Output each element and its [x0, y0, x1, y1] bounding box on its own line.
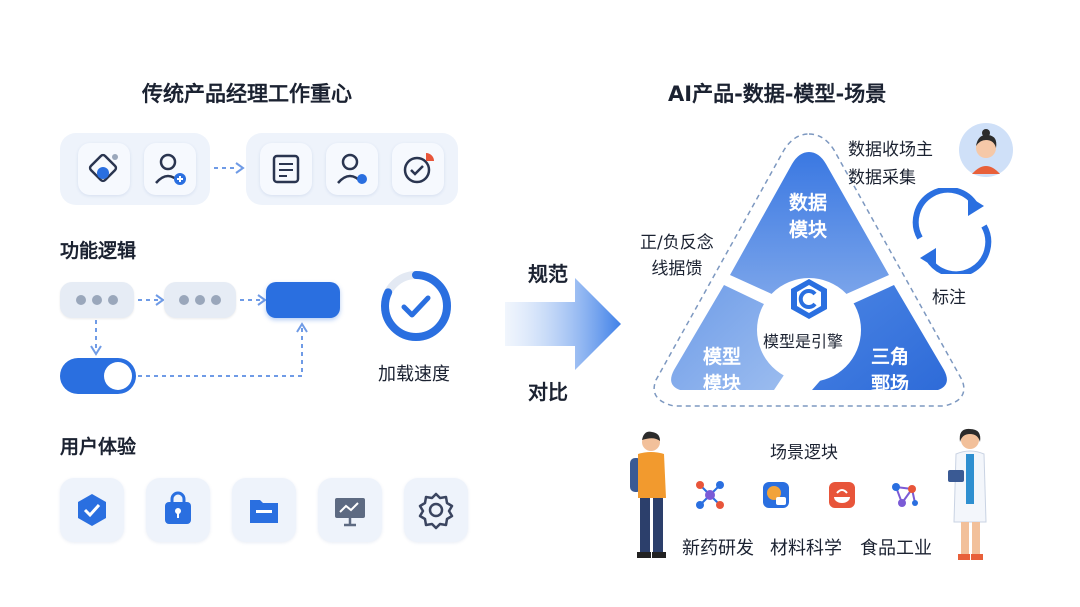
shield-check-icon[interactable] [60, 478, 124, 542]
icon-panel-left [60, 133, 210, 205]
network-icon [892, 483, 918, 507]
dot [76, 295, 86, 305]
norm-label: 规范 [528, 262, 568, 286]
user-status-icon[interactable] [326, 143, 378, 195]
compare-label: 对比 [528, 380, 568, 404]
model-module-label: 模型 模块 [702, 346, 741, 395]
dot [92, 295, 102, 305]
data-module-segment [730, 152, 889, 295]
cycle-icon [912, 188, 992, 274]
data-owner-label: 数据收场主 数据采集 [848, 140, 933, 188]
app-food-industry: 食品工业 [860, 538, 932, 559]
dot [195, 295, 205, 305]
model-module-segment [671, 285, 784, 390]
toggle-switch[interactable] [60, 358, 136, 394]
gear-icon[interactable] [404, 478, 468, 542]
food-icon [829, 482, 855, 508]
dot [108, 295, 118, 305]
logic-step-2[interactable] [164, 282, 236, 318]
speed-label: 加载速度 [378, 364, 450, 385]
section-logic: 功能逻辑 [60, 240, 137, 262]
flow-arrow [138, 294, 165, 306]
annotate-label: 标注 [932, 288, 966, 308]
feedback-label: 正/负反念 线据馈 [640, 233, 714, 279]
engine-cube-icon [791, 279, 827, 319]
flow-arrow [240, 294, 267, 306]
presentation-icon[interactable] [318, 478, 382, 542]
flow-arrow [214, 162, 245, 174]
diamond-flow-icon[interactable] [78, 143, 130, 195]
avatar [959, 123, 1013, 177]
molecule-icon [696, 481, 724, 509]
app-material-science: 材料科学 [770, 538, 842, 559]
scientist-figure [948, 428, 987, 560]
logic-step-active[interactable] [266, 282, 340, 318]
logic-step-1[interactable] [60, 282, 134, 318]
app-drug-discovery: 新药研发 [682, 538, 754, 559]
folder-icon[interactable] [232, 478, 296, 542]
lock-bag-icon[interactable] [146, 478, 210, 542]
toggle-knob [104, 362, 132, 390]
section-ux: 用户体验 [60, 436, 137, 458]
icon-panel-right [246, 133, 458, 205]
student-figure [630, 431, 666, 558]
left-title: 传统产品经理工作重心 [142, 82, 352, 106]
add-user-icon[interactable] [144, 143, 196, 195]
transition-arrow-icon [505, 278, 621, 370]
right-title: AI产品-数据-模型-场景 [668, 82, 887, 106]
note-icon[interactable] [260, 143, 312, 195]
dot [211, 295, 221, 305]
check-timer-icon[interactable] [392, 143, 444, 195]
triangle-scene-label: 三角 鄄场 [870, 346, 909, 395]
logic-connectors [90, 320, 308, 377]
scene-label: 场景逻块 [770, 443, 838, 463]
speed-gauge-icon [381, 271, 451, 341]
model-triangle [653, 133, 965, 407]
dot [179, 295, 189, 305]
engine-label: 模型是引擎 [763, 332, 844, 351]
data-module-label: 数据 模块 [788, 192, 827, 241]
material-icon [763, 482, 789, 508]
